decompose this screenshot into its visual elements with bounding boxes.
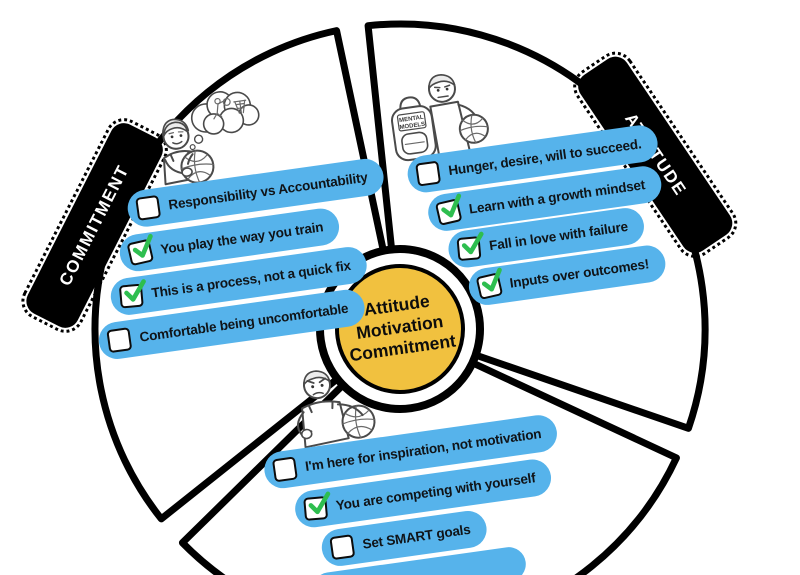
checkbox-checked[interactable]: [303, 491, 331, 521]
checkbox-checked[interactable]: [475, 267, 504, 300]
checkbox-checked[interactable]: [118, 279, 146, 309]
check-icon: [481, 267, 502, 292]
illustration-commitment-boy: [141, 84, 272, 203]
checkbox-unchecked[interactable]: [106, 327, 133, 354]
boy-figure: [427, 74, 489, 159]
checklist-item[interactable]: This is a process, not a quick fix: [108, 244, 370, 318]
check-icon: [461, 231, 484, 255]
checklist-item[interactable]: You are competing with yourself: [292, 457, 554, 530]
check-icon: [124, 279, 146, 302]
checklist-item[interactable]: Learn with a growth mindset: [425, 163, 664, 234]
boy-figure: [161, 118, 215, 186]
checkbox-unchecked[interactable]: [329, 534, 356, 561]
backpack-icon: MENTAL MODELS: [391, 96, 437, 162]
checkbox-unchecked[interactable]: [271, 456, 298, 483]
backpack-label-line1: MENTAL: [399, 115, 424, 124]
illustration-attitude-boy: MENTAL MODELS: [376, 60, 501, 179]
checklist-item[interactable]: Inputs over outcomes!: [466, 243, 668, 308]
illustration-motivation-boy: [271, 355, 392, 467]
thought-bubble-icon: [189, 91, 260, 151]
checkbox-checked[interactable]: [126, 233, 155, 267]
check-icon: [441, 193, 462, 218]
check-icon: [308, 491, 331, 515]
checklist-item[interactable]: You play the way you train: [117, 206, 342, 274]
checkbox-unchecked[interactable]: [415, 160, 442, 187]
checkbox-checked[interactable]: [456, 231, 484, 262]
boy-figure: [296, 370, 376, 449]
hub-yellow-circle: [335, 264, 465, 394]
determined-boy-drawing: [296, 370, 376, 449]
dreaming-boy-drawing: [161, 91, 260, 186]
checkbox-unchecked[interactable]: [135, 194, 162, 221]
check-icon: [132, 233, 153, 258]
checklist-item-label: Set SMART goals: [361, 521, 472, 552]
backpack-boy-drawing: MENTAL MODELS: [391, 74, 489, 162]
checklist-item[interactable]: Fall in love with failure: [446, 205, 647, 270]
checkbox-checked[interactable]: [434, 193, 463, 226]
backpack-label-line2: MODELS: [399, 122, 425, 132]
